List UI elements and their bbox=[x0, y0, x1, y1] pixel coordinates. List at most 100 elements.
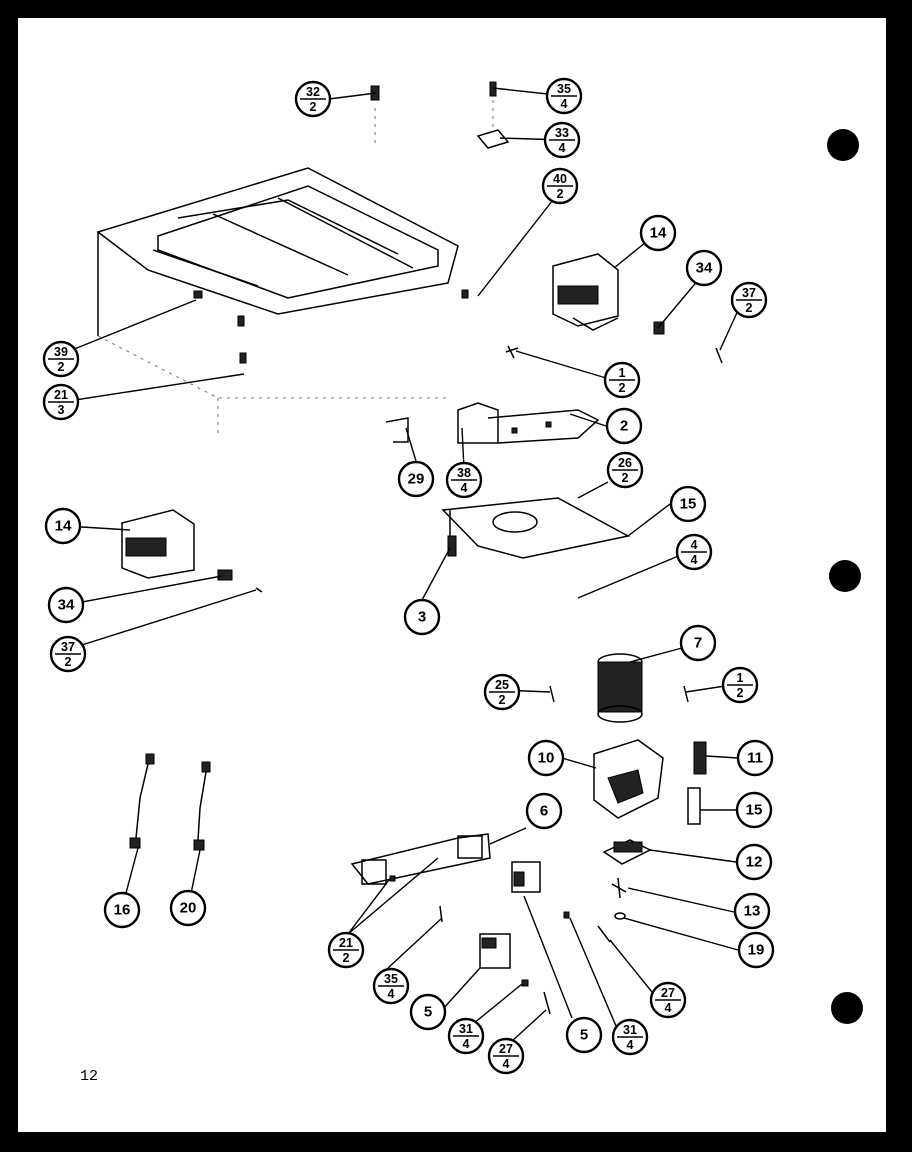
callout-3[interactable]: 3 bbox=[403, 598, 441, 636]
callout-quantity: 4 bbox=[691, 553, 698, 567]
callout-number: 13 bbox=[744, 903, 761, 920]
callout-number: 4 bbox=[691, 538, 698, 552]
screw-32-drawing bbox=[370, 85, 380, 148]
callout-number: 37 bbox=[61, 640, 75, 654]
callout-5-right[interactable]: 5 bbox=[565, 1016, 603, 1054]
callout-34-left[interactable]: 34 bbox=[47, 586, 85, 624]
waveguide-plate-drawing bbox=[441, 497, 631, 559]
callout-5-left[interactable]: 5 bbox=[409, 993, 447, 1031]
callout-number: 21 bbox=[339, 936, 353, 950]
page-number: 12 bbox=[80, 1068, 99, 1085]
callout-35-4-lower[interactable]: 35 4 bbox=[372, 967, 410, 1005]
nut-31-upper-drawing bbox=[563, 911, 570, 919]
callout-number: 3 bbox=[418, 609, 426, 626]
callout-number: 21 bbox=[54, 388, 68, 402]
callout-32-2[interactable]: 32 2 bbox=[294, 80, 332, 118]
leader-lines bbox=[61, 87, 741, 1053]
callout-38-4[interactable]: 38 4 bbox=[445, 461, 483, 499]
callout-quantity: 4 bbox=[665, 1001, 672, 1015]
callout-quantity: 3 bbox=[58, 403, 65, 417]
callout-number: 35 bbox=[557, 82, 571, 96]
callout-15-lower[interactable]: 15 bbox=[735, 791, 773, 829]
callout-number: 19 bbox=[748, 942, 765, 959]
callout-26-2[interactable]: 26 2 bbox=[606, 451, 644, 489]
callout-number: 14 bbox=[650, 225, 667, 242]
callout-40-2[interactable]: 40 2 bbox=[541, 167, 579, 205]
callout-13[interactable]: 13 bbox=[733, 892, 771, 930]
callout-1-2-lower[interactable]: 1 2 bbox=[721, 666, 759, 704]
callout-number: 1 bbox=[737, 671, 744, 685]
callout-21-2[interactable]: 21 2 bbox=[327, 931, 365, 969]
callout-37-2-left[interactable]: 37 2 bbox=[49, 635, 87, 673]
callout-quantity: 2 bbox=[622, 471, 629, 485]
callout-quantity: 2 bbox=[58, 360, 65, 374]
callout-number: 25 bbox=[495, 678, 509, 692]
screw-1-top-drawing bbox=[505, 345, 519, 359]
callout-number: 10 bbox=[538, 750, 555, 767]
callout-21-3[interactable]: 21 3 bbox=[42, 383, 80, 421]
callout-33-4[interactable]: 33 4 bbox=[543, 121, 581, 159]
callout-35-4[interactable]: 35 4 bbox=[545, 77, 583, 115]
callout-25-2[interactable]: 25 2 bbox=[483, 673, 521, 711]
callout-1-2-upper[interactable]: 1 2 bbox=[603, 361, 641, 399]
callout-quantity: 4 bbox=[388, 987, 395, 1001]
callout-number: 40 bbox=[553, 172, 567, 186]
callout-34-right[interactable]: 34 bbox=[685, 249, 723, 287]
callout-31-4-right[interactable]: 31 4 bbox=[611, 1018, 649, 1056]
screw-25-drawing bbox=[549, 685, 555, 703]
callout-10[interactable]: 10 bbox=[527, 739, 565, 777]
callout-quantity: 4 bbox=[561, 97, 568, 111]
callout-number: 6 bbox=[540, 803, 548, 820]
callout-number: 7 bbox=[694, 635, 702, 652]
callout-27-4-right[interactable]: 27 4 bbox=[649, 981, 687, 1019]
callout-39-2[interactable]: 39 2 bbox=[42, 340, 80, 378]
punch-hole-top bbox=[827, 129, 859, 161]
punch-hole-bottom bbox=[831, 992, 863, 1024]
callout-number: 34 bbox=[58, 597, 75, 614]
callout-number: 5 bbox=[580, 1027, 588, 1044]
callout-number: 5 bbox=[424, 1004, 432, 1021]
screw-37-right-drawing bbox=[715, 347, 723, 364]
chassis-plate-drawing bbox=[96, 167, 469, 364]
callout-11[interactable]: 11 bbox=[736, 739, 774, 777]
wire-harness-16-drawing bbox=[129, 753, 155, 849]
blower-fan-drawing bbox=[597, 653, 643, 723]
callout-4-4[interactable]: 4 4 bbox=[675, 533, 713, 571]
callout-20[interactable]: 20 bbox=[169, 889, 207, 927]
callout-number: 32 bbox=[306, 85, 320, 99]
callout-2[interactable]: 2 bbox=[605, 407, 643, 445]
callout-6[interactable]: 6 bbox=[525, 792, 563, 830]
bracket-2-drawing bbox=[457, 402, 600, 444]
relay-5-lower-drawing bbox=[479, 933, 511, 969]
nut-31-lower-drawing bbox=[521, 979, 529, 987]
callout-29[interactable]: 29 bbox=[397, 460, 435, 498]
callout-number: 35 bbox=[384, 972, 398, 986]
punch-hole-middle bbox=[829, 560, 861, 592]
callout-14-left[interactable]: 14 bbox=[44, 507, 82, 545]
magnetron-left-drawing bbox=[121, 509, 195, 579]
callout-quantity: 2 bbox=[619, 381, 626, 395]
callout-14-right[interactable]: 14 bbox=[639, 214, 677, 252]
callout-16[interactable]: 16 bbox=[103, 891, 141, 929]
screw-27-lower-drawing bbox=[543, 991, 551, 1015]
page-bottom-rule bbox=[18, 1132, 886, 1134]
callout-7[interactable]: 7 bbox=[679, 624, 717, 662]
callout-27-4-bottom[interactable]: 27 4 bbox=[487, 1037, 525, 1075]
callout-number: 15 bbox=[680, 496, 697, 513]
clip-29-drawing bbox=[385, 417, 409, 443]
callout-number: 1 bbox=[619, 366, 626, 380]
callout-number: 29 bbox=[408, 471, 425, 488]
callout-number: 2 bbox=[620, 418, 628, 435]
fan-housing-drawing bbox=[593, 739, 664, 819]
callout-31-4-left[interactable]: 31 4 bbox=[447, 1017, 485, 1055]
callout-15-upper[interactable]: 15 bbox=[669, 485, 707, 523]
callout-number: 14 bbox=[55, 518, 72, 535]
callout-quantity: 4 bbox=[461, 481, 468, 495]
screw-37-left-drawing bbox=[255, 587, 263, 593]
callout-quantity: 2 bbox=[343, 951, 350, 965]
callout-37-2-right[interactable]: 37 2 bbox=[730, 281, 768, 319]
callout-19[interactable]: 19 bbox=[737, 931, 775, 969]
callout-12[interactable]: 12 bbox=[735, 843, 773, 881]
screw-27-upper-drawing bbox=[597, 925, 611, 943]
relay-5-upper-drawing bbox=[511, 861, 541, 893]
